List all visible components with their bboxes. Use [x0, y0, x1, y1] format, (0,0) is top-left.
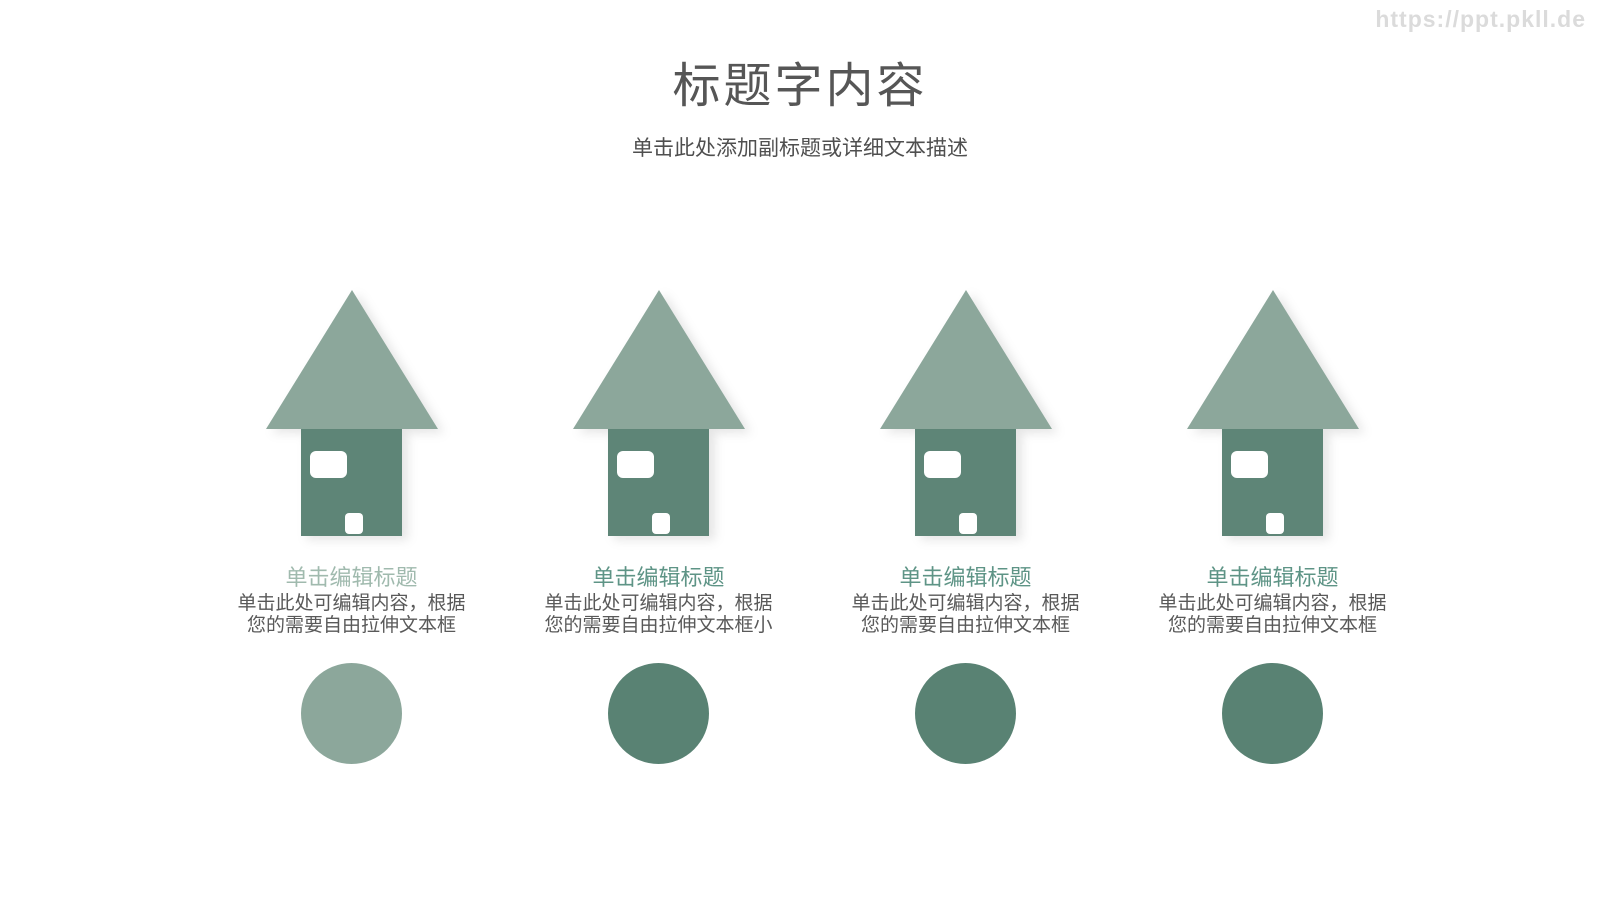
item-description-line2: 您的需要自由拉伸文本框小	[544, 615, 773, 636]
slide-header: 标题字内容 单击此处添加副标题或详细文本描述	[0, 0, 1600, 162]
item-description: 单击此处可编辑内容，根据 您的需要自由拉伸文本框	[237, 593, 465, 637]
item-title: 单击编辑标题	[592, 565, 725, 590]
slide-subtitle: 单击此处添加副标题或详细文本描述	[632, 137, 968, 160]
watermark: https://ppt.pkll.de	[1375, 6, 1586, 32]
item-circle	[608, 663, 709, 764]
item-title: 单击编辑标题	[285, 565, 418, 590]
item-description: 单击此处可编辑内容，根据 您的需要自由拉伸文本框小	[544, 593, 772, 637]
item-description-line1: 单击此处可编辑内容，根据	[237, 593, 466, 614]
house-window-small	[345, 513, 363, 534]
house-body	[915, 429, 1016, 536]
item-title: 单击编辑标题	[1206, 565, 1339, 590]
item-description: 单击此处可编辑内容，根据 您的需要自由拉伸文本框	[851, 593, 1079, 637]
item-column-3: 单击编辑标题 单击此处可编辑内容，根据 您的需要自由拉伸文本框	[812, 290, 1119, 764]
item-description-line2: 您的需要自由拉伸文本框	[1167, 615, 1377, 636]
house-roof	[265, 290, 438, 429]
house-icon	[879, 290, 1052, 536]
item-column-4: 单击编辑标题 单击此处可编辑内容，根据 您的需要自由拉伸文本框	[1119, 290, 1426, 764]
slide-title: 标题字内容	[672, 60, 928, 113]
house-body	[608, 429, 709, 536]
item-description-line2: 您的需要自由拉伸文本框	[860, 615, 1070, 636]
item-circle	[301, 663, 402, 764]
house-window-large	[310, 451, 347, 478]
house-roof	[572, 290, 745, 429]
house-icon	[1186, 290, 1359, 536]
house-icon	[572, 290, 745, 536]
item-column-1: 单击编辑标题 单击此处可编辑内容，根据 您的需要自由拉伸文本框	[198, 290, 505, 764]
house-window-large	[1231, 451, 1268, 478]
item-description: 单击此处可编辑内容，根据 您的需要自由拉伸文本框	[1158, 593, 1386, 637]
item-description-line1: 单击此处可编辑内容，根据	[544, 593, 773, 614]
house-window-small	[959, 513, 977, 534]
item-column-2: 单击编辑标题 单击此处可编辑内容，根据 您的需要自由拉伸文本框小	[505, 290, 812, 764]
item-circle	[1222, 663, 1323, 764]
house-icon	[265, 290, 438, 536]
house-window-large	[617, 451, 654, 478]
items-row: 单击编辑标题 单击此处可编辑内容，根据 您的需要自由拉伸文本框 单击编辑标题 单…	[198, 290, 1426, 764]
house-window-small	[1266, 513, 1284, 534]
house-window-small	[652, 513, 670, 534]
item-description-line2: 您的需要自由拉伸文本框	[246, 615, 456, 636]
item-title: 单击编辑标题	[899, 565, 1032, 590]
item-circle	[915, 663, 1016, 764]
house-body	[1222, 429, 1323, 536]
house-window-large	[924, 451, 961, 478]
item-description-line1: 单击此处可编辑内容，根据	[1158, 593, 1387, 614]
house-roof	[879, 290, 1052, 429]
house-roof	[1186, 290, 1359, 429]
item-description-line1: 单击此处可编辑内容，根据	[851, 593, 1080, 614]
house-body	[301, 429, 402, 536]
